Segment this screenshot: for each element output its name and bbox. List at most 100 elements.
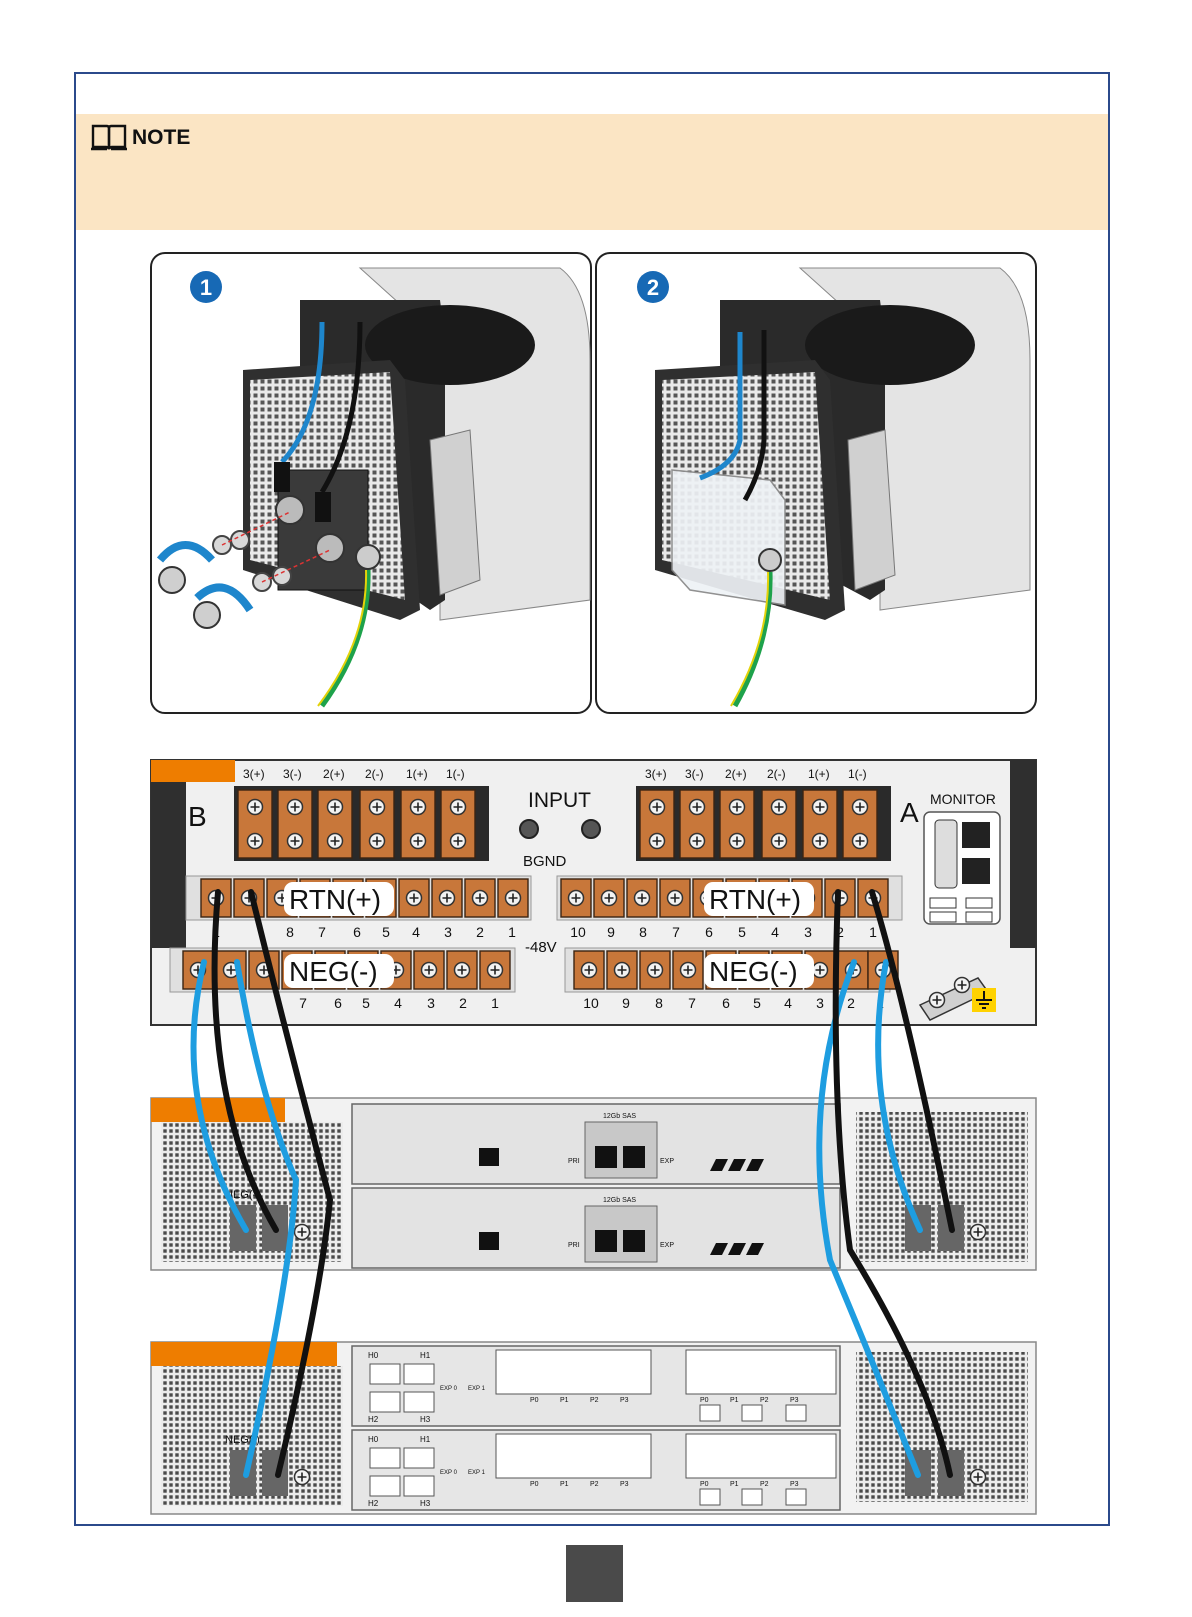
h2-label: H2 [368,1415,379,1424]
port-label: P3 [790,1397,799,1404]
tick-label: 1(+) [406,767,428,781]
pri-label: PRI [568,1242,580,1249]
exp0-label: EXP 0 [440,1386,458,1392]
exp0-label: EXP 0 [440,1470,458,1476]
exp-label: EXP [660,1158,674,1165]
port-label: P3 [620,1481,629,1488]
psu-neg-label: NEG(-) [225,1189,260,1201]
tick-label: 4 [394,995,402,1011]
rotate-arrow-icon [156,541,215,563]
tick-label: 2(+) [725,767,747,781]
tick-label: 10 [570,924,586,940]
exp-label: EXP [660,1242,674,1249]
port-label: P1 [560,1397,569,1404]
orange-tag [151,1098,285,1122]
h0-label: H0 [368,1435,379,1444]
tick-label: 7 [318,924,326,940]
tick-label: 3(-) [283,767,302,781]
side-b-label: B [188,801,207,832]
exp1-label: EXP 1 [468,1470,486,1476]
neg-label-left: NEG(-) [289,956,378,987]
controller-b: 12Gb SAS PRI EXP [479,1197,764,1263]
tick-label: 6 [705,924,713,940]
page-number-block [566,1545,623,1602]
tick-label: 3 [804,924,812,940]
tick-label: 2 [459,995,467,1011]
h1-label: H1 [420,1435,431,1444]
port-label: P1 [560,1481,569,1488]
blue-cable [816,959,921,1478]
tick-label: 1 [869,924,877,940]
tick-label: 3 [427,995,435,1011]
h3-label: H3 [420,1499,431,1508]
tick-label: 2 [476,924,484,940]
port-label: P0 [700,1397,709,1404]
tick-label: 3(-) [685,767,704,781]
power-cables [190,889,955,1478]
note-label: NOTE [132,126,191,149]
port-label: P2 [590,1481,599,1488]
tick-label: 8 [286,924,294,940]
top-terminal-labels-right: 3(+) 3(-) 2(+) 2(-) 1(+) 1(-) [645,767,867,781]
tick-label: 3(+) [243,767,265,781]
pri-label: PRI [568,1158,580,1165]
tick-label: 6 [334,995,342,1011]
h2-label: H2 [368,1499,379,1508]
tick-label: 2 [836,924,844,940]
neg-label-right: NEG(-) [709,956,798,987]
step-1-number: 1 [200,275,212,300]
tick-label: 4 [412,924,420,940]
book-icon [91,124,127,151]
black-cable [832,889,953,1478]
port-label: P1 [730,1397,739,1404]
tick-label: 8 [655,995,663,1011]
port-label: P2 [590,1397,599,1404]
controller-enclosure: H0 H1 H2 H3 EXP 0 EXP 1 P0 P1 P2 P3 P0 P… [150,1341,1037,1515]
tick-label: 9 [622,995,630,1011]
controller-module-b: H0 H1 H2 H3 EXP 0 EXP 1 P0 P1 P2 P3 P0 P… [351,1429,841,1511]
port-label: P3 [620,1397,629,1404]
step-2-badge [637,271,669,303]
port-label: P2 [760,1481,769,1488]
blue-cable [190,959,249,1233]
black-cable [869,889,955,1233]
blue-cable [234,959,300,1478]
tick-label: 7 [299,995,307,1011]
top-terminal-labels-left: 3(+) 3(-) 2(+) 2(-) 1(+) 1(-) [243,767,465,781]
input-label: INPUT [528,789,591,812]
tick-label: 4 [784,995,792,1011]
step-2-number: 2 [647,275,659,300]
black-cable [211,889,279,1233]
exp1-label: EXP 1 [468,1386,486,1392]
tick-label: 1(-) [848,767,867,781]
tick-label: 5 [753,995,761,1011]
step-1-badge [190,271,222,303]
rtn-label-left: RTN(+) [289,884,381,915]
step-2-panel: 2 [595,252,1037,714]
tick-label: 1 [491,995,499,1011]
ground-icon [972,988,996,1012]
blue-cable [875,959,923,1233]
tick-label: 1(-) [446,767,465,781]
h3-label: H3 [420,1415,431,1424]
bgnd-label: BGND [523,853,567,870]
tick-label: 6 [722,995,730,1011]
tick-label: 2 [847,995,855,1011]
port-label: P0 [700,1481,709,1488]
port-label: P2 [760,1397,769,1404]
tick-label: 5 [382,924,390,940]
tick-label: 3(+) [645,767,667,781]
rtn-label-right: RTN(+) [709,884,801,915]
tick-label: 1(+) [808,767,830,781]
tick-label: 3 [816,995,824,1011]
tick-label: 2(+) [323,767,345,781]
tick-label: 10 [583,995,599,1011]
tick-label: 2(-) [767,767,786,781]
controller-a: 12Gb SAS PRI EXP [479,1113,764,1179]
sas-port-label: 12Gb SAS [603,1113,636,1120]
tick-label: 5 [362,995,370,1011]
step-1-panel: 1 [150,252,592,714]
sas-port-label: 12Gb SAS [603,1197,636,1204]
port-label: P0 [530,1397,539,1404]
